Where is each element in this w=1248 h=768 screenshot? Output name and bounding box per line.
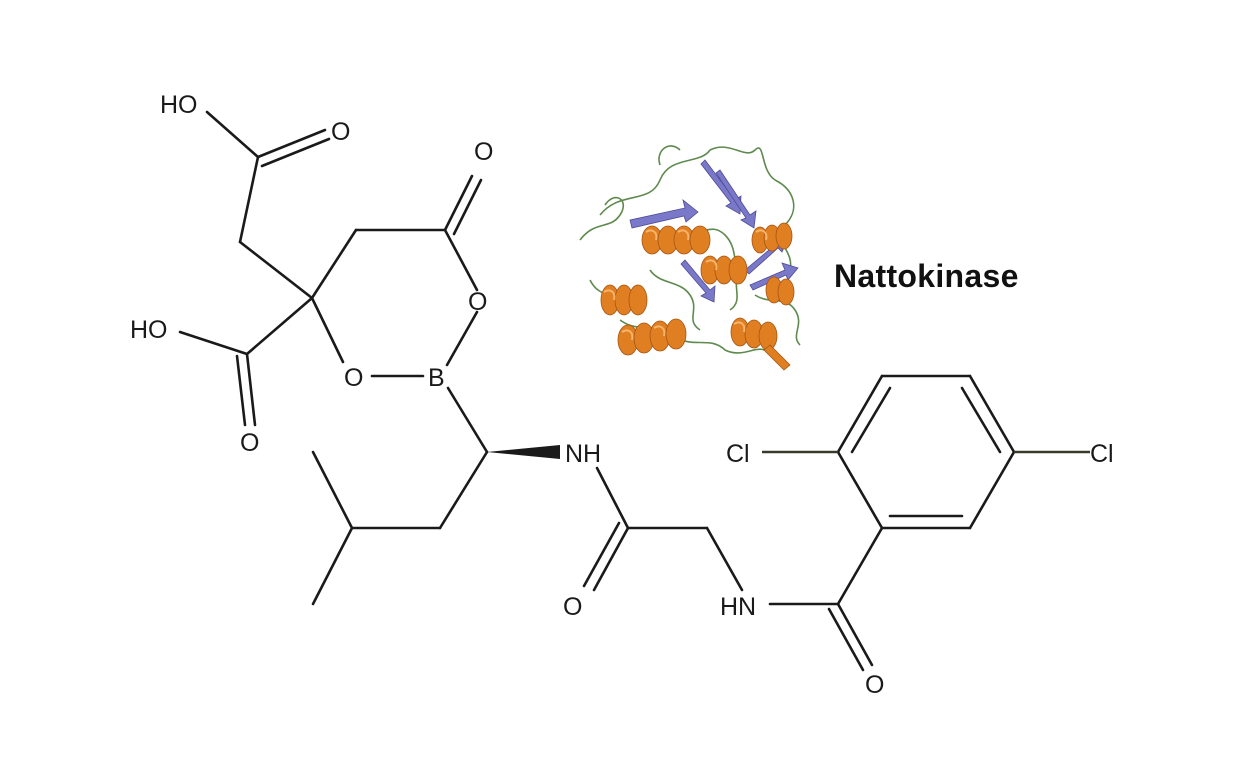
atom-o-ring-ketone: O — [474, 138, 493, 166]
atom-o-left-carbonyl: O — [240, 429, 259, 457]
atom-o-top-carbonyl: O — [331, 118, 350, 146]
atom-boron: B — [428, 364, 445, 392]
protein-name-label: Nattokinase — [834, 258, 1019, 294]
atom-hn: HN — [720, 593, 756, 621]
atom-o-ring-left: O — [344, 364, 363, 392]
atom-cl-left: Cl — [726, 440, 750, 468]
stereo-wedge-bond — [487, 445, 560, 459]
helix-highlights — [603, 229, 768, 341]
atom-nh: NH — [565, 440, 601, 468]
atom-ho-left: HO — [130, 316, 168, 344]
alpha-helices — [600, 222, 795, 371]
atom-cl-right: Cl — [1090, 440, 1114, 468]
nattokinase-ribbon-structure-image — [579, 145, 801, 371]
atom-o-ring-right: O — [468, 288, 487, 316]
atom-o-benzamide: O — [865, 671, 884, 699]
atom-labels: HO O O HO O O B O NH O HN O Cl Cl — [130, 91, 1114, 699]
bond-lines — [178, 110, 1090, 672]
atom-o-amide: O — [563, 593, 582, 621]
atom-ho-top: HO — [160, 91, 198, 119]
